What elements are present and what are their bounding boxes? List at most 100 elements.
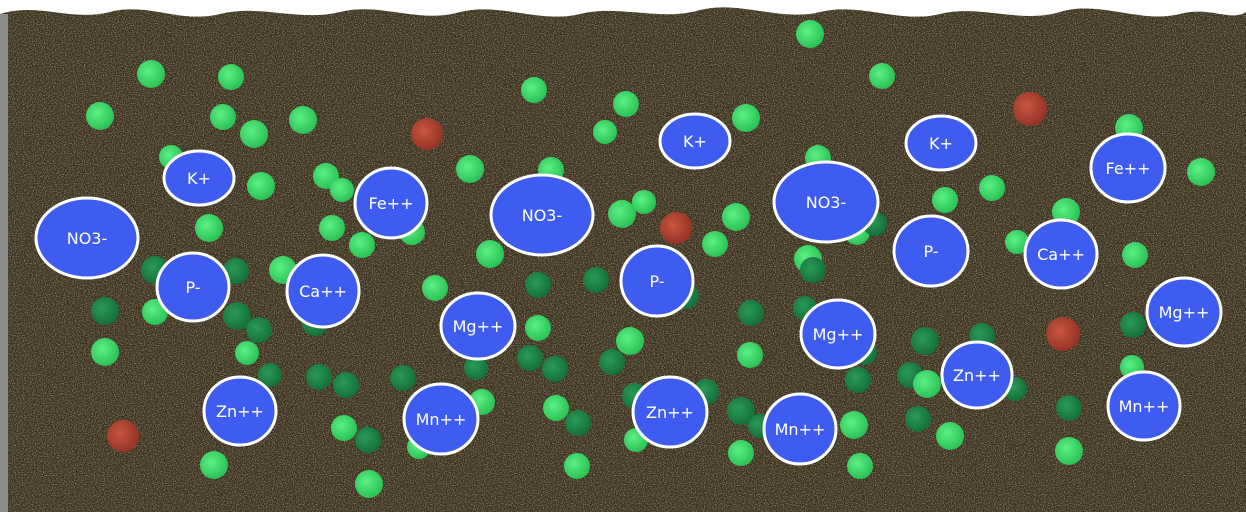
green-particle <box>564 453 590 479</box>
green-particle <box>195 214 223 242</box>
dark-green-particle <box>542 356 568 382</box>
green-particle <box>319 215 345 241</box>
green-particle <box>289 106 317 134</box>
green-particle <box>247 172 275 200</box>
green-particle <box>728 440 754 466</box>
green-particle <box>613 91 639 117</box>
ion-label: K+ <box>187 169 211 188</box>
dark-green-particle <box>390 365 416 391</box>
ion-label: NO3- <box>806 193 847 212</box>
ion-circle <box>619 244 695 318</box>
ion-label: Ca++ <box>299 282 347 301</box>
green-particle <box>796 20 824 48</box>
green-particle <box>86 102 114 130</box>
dark-green-particle <box>355 427 381 453</box>
green-particle <box>476 240 504 268</box>
dark-green-particle <box>905 406 931 432</box>
ion-label: NO3- <box>522 206 563 225</box>
green-particle <box>422 275 448 301</box>
dark-green-particle <box>583 267 609 293</box>
green-particle <box>737 342 763 368</box>
ion-circle <box>155 251 231 323</box>
dark-green-particle <box>223 258 249 284</box>
soil-left-edge <box>0 14 8 512</box>
ion-circle <box>1089 132 1167 204</box>
ion-circle <box>1145 276 1223 348</box>
ion-circle <box>658 112 732 170</box>
dark-green-particle <box>1056 395 1082 421</box>
ion-pminus: P- <box>619 244 695 318</box>
green-particle <box>847 453 873 479</box>
ion-label: Mn++ <box>416 410 467 429</box>
ion-circle <box>892 214 970 288</box>
dark-green-particle <box>599 349 625 375</box>
ion-mgplusplus: Mg++ <box>1145 276 1223 348</box>
green-particle <box>91 338 119 366</box>
green-particle <box>200 451 228 479</box>
green-particle <box>313 163 339 189</box>
dark-green-particle <box>91 297 119 325</box>
ion-circle <box>762 392 838 466</box>
ion-circle <box>402 382 480 456</box>
ion-caplusplus: Ca++ <box>1023 218 1099 290</box>
green-particle <box>869 63 895 89</box>
ion-circle <box>904 114 978 172</box>
green-particle <box>913 370 941 398</box>
green-particle <box>137 60 165 88</box>
green-particle <box>1187 158 1215 186</box>
ion-circle <box>489 173 595 257</box>
dark-green-particle <box>223 302 251 330</box>
green-particle <box>632 190 656 214</box>
ion-label: Ca++ <box>1037 245 1085 264</box>
ion-circle <box>202 375 278 447</box>
green-particle <box>349 232 375 258</box>
ion-feplusplus: Fe++ <box>353 166 429 240</box>
ion-label: Fe++ <box>1106 159 1151 178</box>
green-particle <box>355 470 383 498</box>
green-particle <box>1122 242 1148 268</box>
ion-circle <box>631 375 709 449</box>
ion-feplusplus: Fe++ <box>1089 132 1167 204</box>
green-particle <box>1005 230 1029 254</box>
dark-green-particle <box>565 410 591 436</box>
ion-circle <box>940 340 1014 410</box>
ion-label: P- <box>649 272 664 291</box>
dark-green-particle <box>258 363 282 387</box>
ion-label: Zn++ <box>646 403 694 422</box>
ion-caplusplus: Ca++ <box>285 253 361 329</box>
dark-green-particle <box>306 364 332 390</box>
green-particle <box>593 120 617 144</box>
green-particle <box>235 341 259 365</box>
ion-label: K+ <box>683 132 707 151</box>
ion-label: K+ <box>929 134 953 153</box>
green-particle <box>936 422 964 450</box>
ion-label: Zn++ <box>953 366 1001 385</box>
green-particle <box>210 104 236 130</box>
dark-green-particle <box>517 345 543 371</box>
dark-green-particle <box>1120 312 1146 338</box>
ion-label: P- <box>185 278 200 297</box>
green-particle <box>979 175 1005 201</box>
ion-label: Mn++ <box>775 420 826 439</box>
ion-no3minus: NO3- <box>489 173 595 257</box>
dark-green-particle <box>738 300 764 326</box>
green-particle <box>521 77 547 103</box>
green-particle <box>732 104 760 132</box>
ion-label: Mg++ <box>453 317 504 336</box>
ion-circle <box>1106 370 1182 442</box>
ion-label: Fe++ <box>369 194 414 213</box>
ion-circle <box>162 149 236 207</box>
dark-green-particle <box>246 317 272 343</box>
ion-circle <box>772 160 880 244</box>
green-particle <box>702 231 728 257</box>
dark-green-particle <box>727 397 755 425</box>
ion-circle <box>353 166 429 240</box>
ion-znplusplus: Zn++ <box>940 340 1014 410</box>
dark-green-particle <box>464 356 488 380</box>
ion-circle <box>285 253 361 329</box>
green-particle <box>525 315 551 341</box>
red-particle <box>411 118 443 150</box>
dark-green-particle <box>845 367 871 393</box>
dark-green-particle <box>800 257 826 283</box>
